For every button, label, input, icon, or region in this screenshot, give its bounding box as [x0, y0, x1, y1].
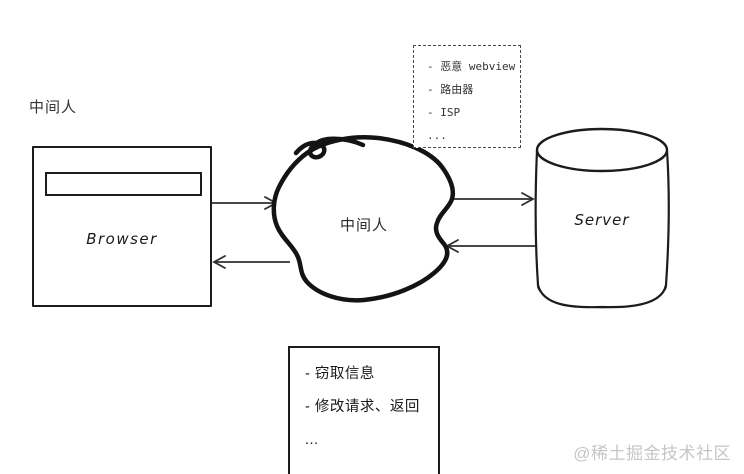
example-item-isp: - ISP [427, 106, 461, 119]
browser-address-bar [45, 172, 202, 196]
server-cylinder-shape [534, 127, 670, 309]
example-item-router: - 路由器 [427, 83, 474, 96]
example-item-ellipsis: ... [427, 129, 447, 142]
browser-window-box: Browser [32, 146, 212, 307]
middleman-top-label: 中间人 [29, 99, 78, 116]
action-item-ellipsis: ... [305, 432, 319, 448]
action-item-steal-info: - 窃取信息 [305, 366, 375, 382]
mitm-examples-dashed-box: - 恶意 webview - 路由器 - ISP ... [413, 45, 521, 148]
server-label: Server [574, 211, 630, 229]
browser-label: Browser [86, 230, 158, 248]
middleman-cloud-label: 中间人 [339, 217, 388, 234]
action-item-modify-request: - 修改请求、返回 [305, 399, 420, 415]
watermark: @稀土掘金技术社区 [573, 444, 731, 463]
cloud-curl-stroke [293, 136, 366, 160]
middleman-cloud-shape [271, 135, 456, 303]
mitm-actions-box: - 窃取信息 - 修改请求、返回 ... [288, 346, 440, 474]
example-item-malicious-webview: - 恶意 webview [427, 60, 516, 73]
